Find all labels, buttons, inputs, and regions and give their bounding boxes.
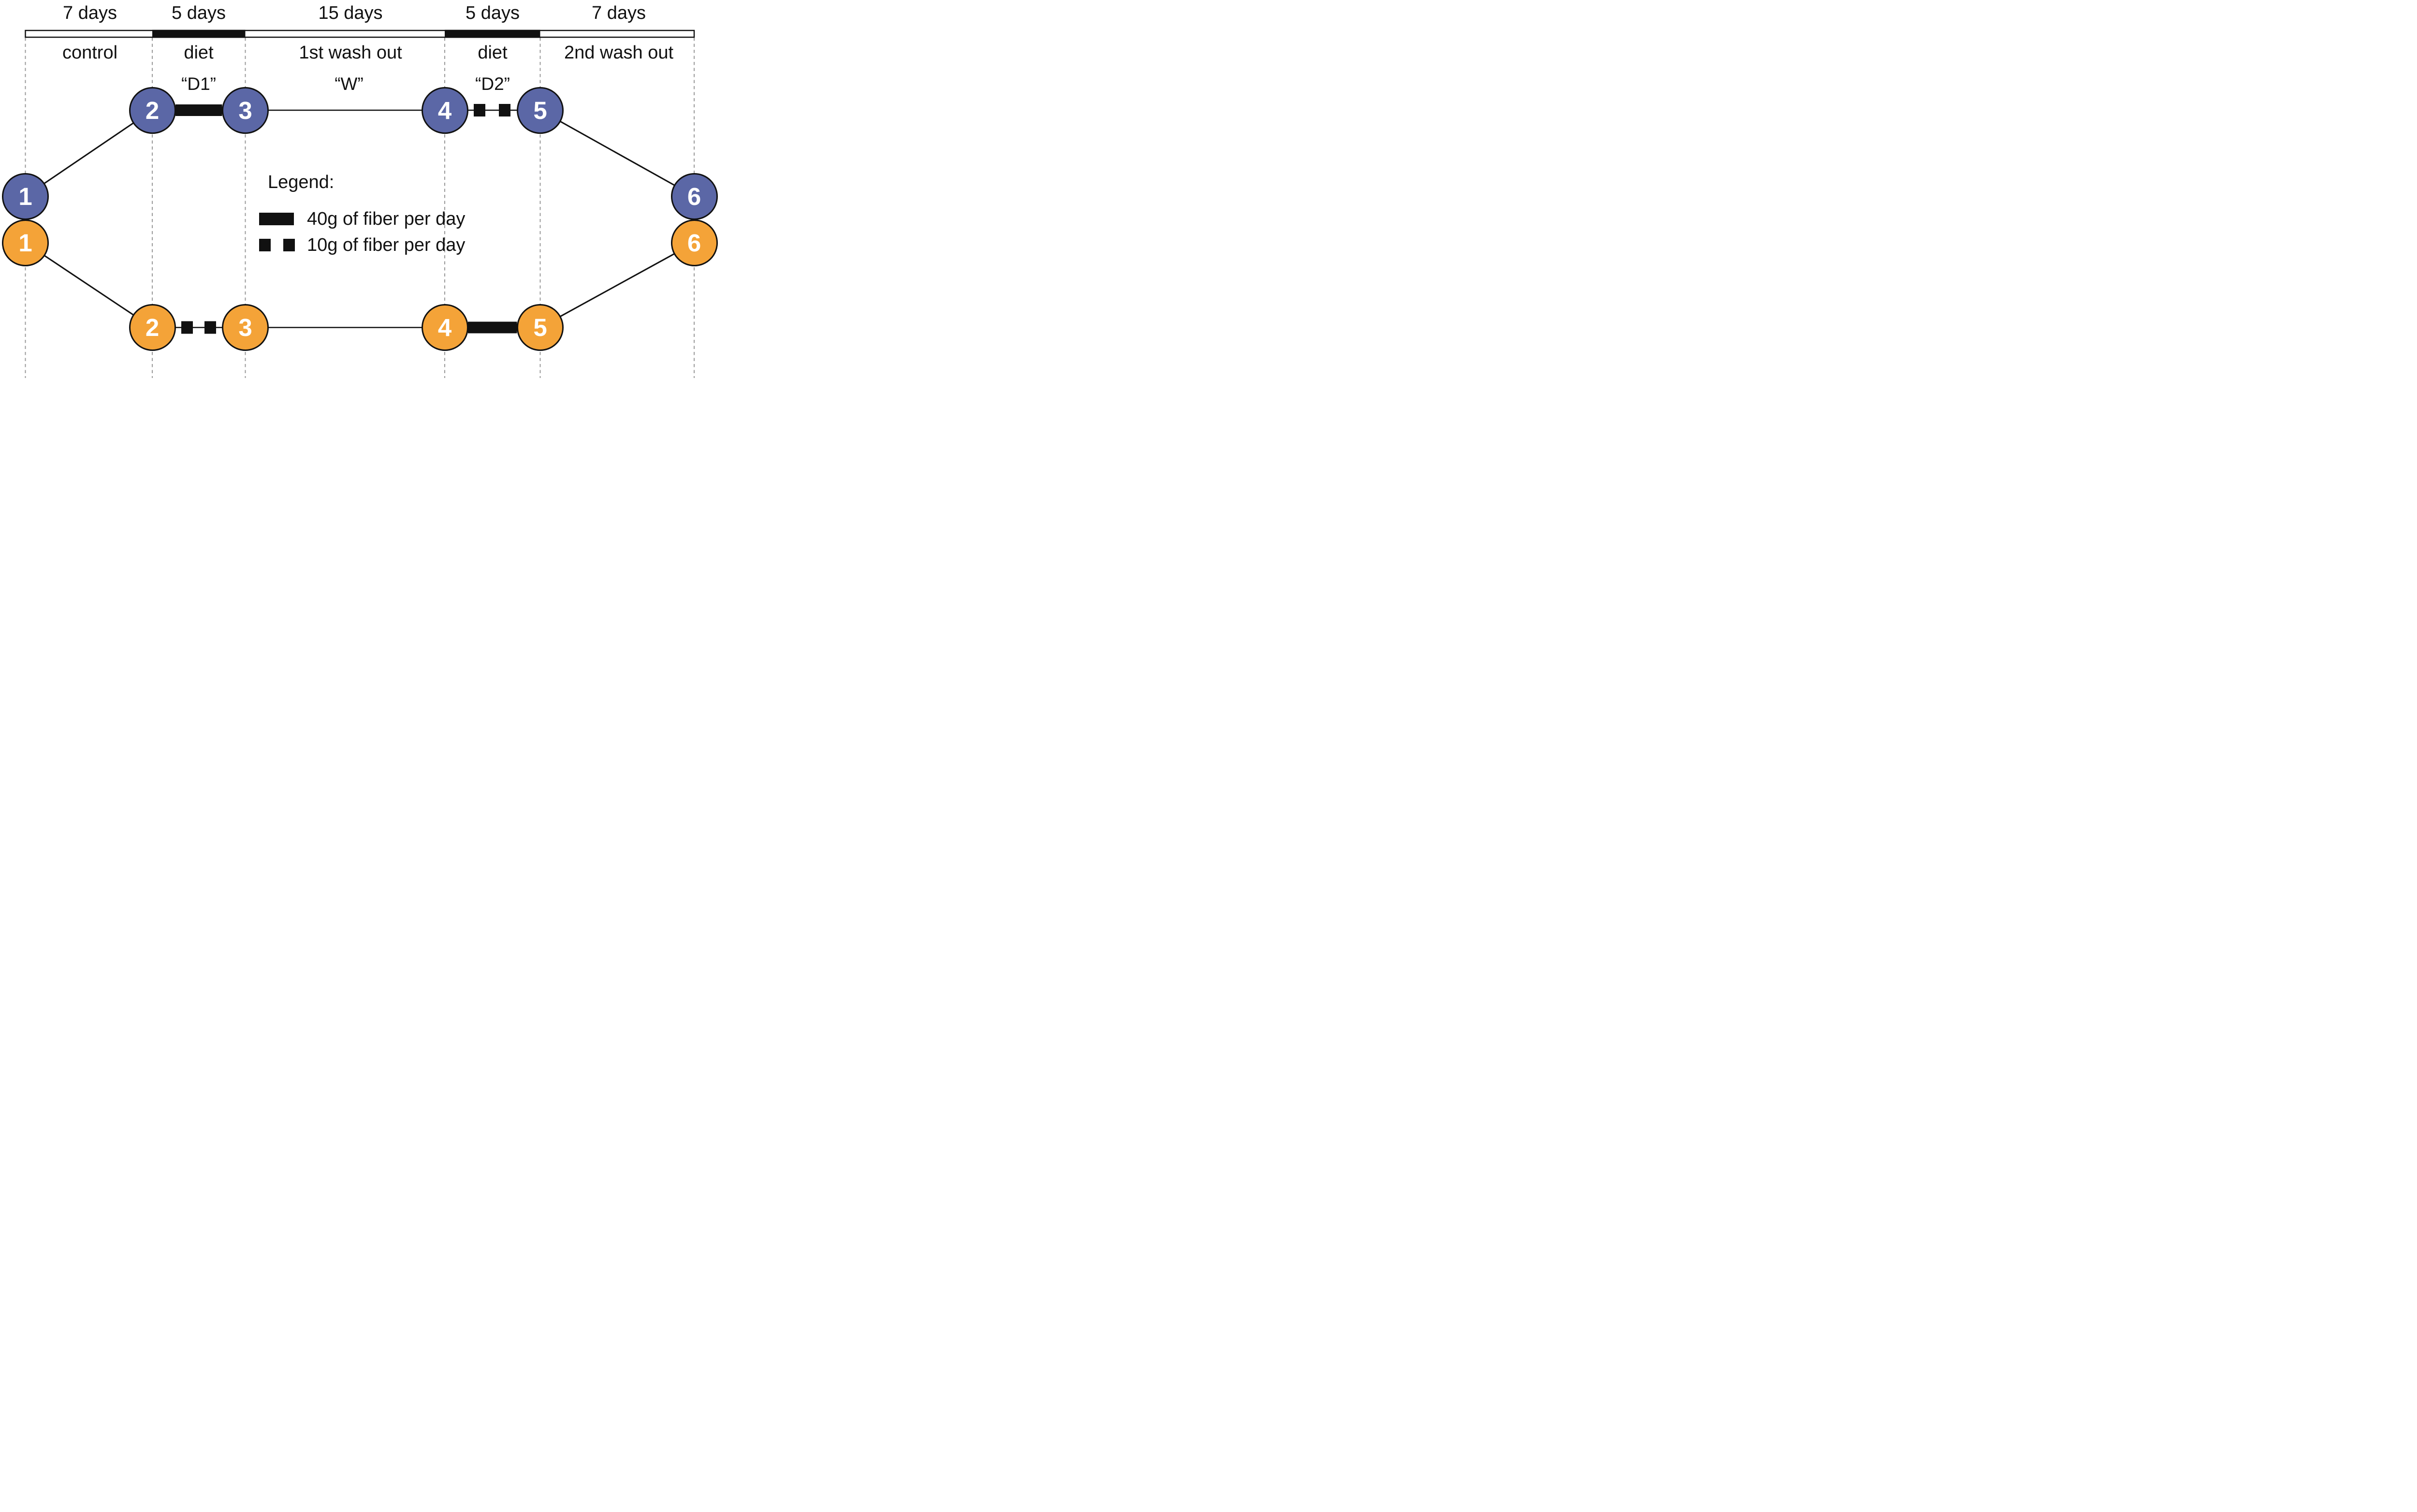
- duration-label-3: 15 days: [318, 3, 383, 23]
- legend-item-10g: 10g of fiber per day: [259, 235, 466, 255]
- node-blue-1: 1: [2, 173, 49, 220]
- duration-label-5: 7 days: [592, 3, 646, 23]
- code-label-d2: “D2”: [475, 74, 510, 94]
- node-blue-5-label: 5: [533, 96, 547, 124]
- legend-item-40g: 40g of fiber per day: [259, 209, 466, 229]
- node-orange-1-label: 1: [18, 229, 32, 257]
- legend-square-swatch-a: [259, 239, 271, 251]
- phase-label-diet-2: diet: [478, 43, 508, 63]
- orange-arm-line-1-2: [25, 242, 153, 328]
- orange-arm-line-5-6: [539, 242, 695, 328]
- blue-arm-10g-square-b: [499, 104, 510, 116]
- ten-gram-squares: [181, 104, 510, 334]
- node-blue-5: 5: [517, 87, 564, 134]
- blue-arm-40g-bar-2-3: [175, 104, 222, 116]
- crossover-study-design-figure: 7 days 5 days 15 days 5 days 7 days cont…: [0, 0, 720, 378]
- node-orange-1: 1: [2, 219, 49, 266]
- duration-label-2: 5 days: [172, 3, 226, 23]
- arm-connectors: [25, 109, 695, 328]
- blue-arm-line-1-2: [25, 109, 153, 197]
- duration-label-4: 5 days: [466, 3, 520, 23]
- timeline-bar: [25, 29, 695, 38]
- blue-arm-line-5-6: [539, 109, 695, 197]
- node-blue-2-label: 2: [145, 96, 160, 124]
- code-label-w: “W”: [335, 74, 364, 94]
- legend-item-10g-label: 10g of fiber per day: [307, 235, 466, 255]
- orange-arm-10g-square-a: [181, 321, 193, 334]
- legend-square-swatch-b: [283, 239, 295, 251]
- orange-arm-40g-bar-4-5: [468, 321, 517, 334]
- legend-solid-bar-swatch: [259, 213, 294, 225]
- node-orange-2-label: 2: [145, 314, 160, 341]
- orange-arm-10g-square-b: [204, 321, 216, 334]
- phase-label-washout-2: 2nd wash out: [564, 43, 674, 63]
- node-orange-5-label: 5: [533, 314, 547, 341]
- figure-linework: [25, 29, 695, 378]
- legend-title: Legend:: [268, 172, 335, 192]
- node-blue-6: 6: [670, 173, 718, 220]
- node-orange-6: 6: [670, 219, 718, 266]
- phase-label-washout-1: 1st wash out: [299, 43, 402, 63]
- node-orange-5: 5: [517, 304, 564, 351]
- node-blue-3-label: 3: [238, 96, 252, 124]
- phase-label-diet-1: diet: [184, 43, 214, 63]
- phase-label-control: control: [62, 43, 118, 63]
- node-orange-3: 3: [222, 304, 269, 351]
- node-orange-3-label: 3: [238, 314, 252, 341]
- legend-item-40g-label: 40g of fiber per day: [307, 209, 466, 229]
- node-blue-4: 4: [421, 87, 468, 134]
- timeline-diet-segment-2: [445, 29, 540, 38]
- timeline-diet-segment-1: [152, 29, 246, 38]
- node-orange-2: 2: [129, 304, 176, 351]
- node-blue-1-label: 1: [18, 182, 32, 210]
- blue-arm-10g-square-a: [474, 104, 485, 116]
- node-blue-2: 2: [129, 87, 176, 134]
- code-label-d1: “D1”: [181, 74, 216, 94]
- node-blue-4-label: 4: [437, 96, 452, 124]
- node-orange-4-label: 4: [437, 314, 452, 341]
- node-blue-6-label: 6: [687, 182, 701, 210]
- node-orange-4: 4: [421, 304, 468, 351]
- node-blue-3: 3: [222, 87, 269, 134]
- node-orange-6-label: 6: [687, 229, 701, 257]
- duration-label-1: 7 days: [63, 3, 117, 23]
